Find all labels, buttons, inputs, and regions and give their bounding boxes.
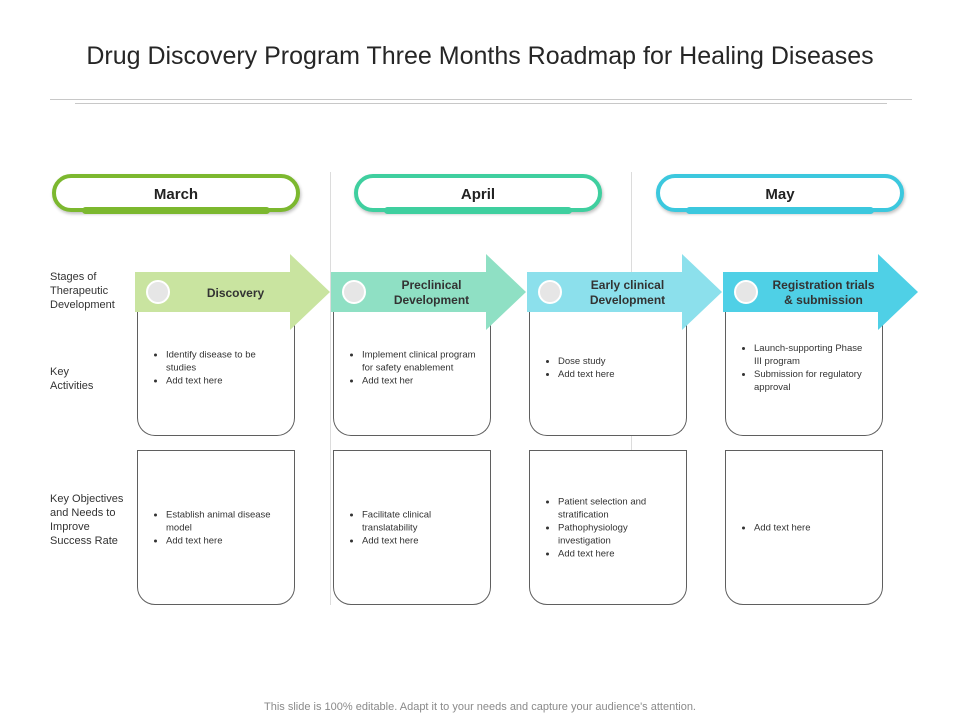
month-label: May [765,186,795,203]
bullet-item: Dose study [558,355,676,368]
bullet-item: Identify disease to be studies [166,348,284,374]
month-underline [82,207,270,214]
bullet-item: Add text here [558,368,676,381]
stage-label: Registration trials & submission [772,278,875,307]
bullet-item: Launch-supporting Phase III program [754,342,872,368]
row-label-objectives: Key Objectives and Needs to Improve Succ… [50,493,124,547]
month-label: April [460,186,496,203]
month-pill-may: May [656,174,904,214]
row-label-activities: Key Activities [50,366,94,392]
stage-arrow-shape [331,254,526,330]
month-underline [384,207,572,214]
bullet-item: Pathophysiology investigation [558,521,676,547]
stage-label: Discovery [206,285,265,300]
stage-marker-circle [538,280,562,304]
slide-title: Drug Discovery Program Three Months Road… [86,42,874,70]
column-separator [330,172,331,605]
activities-box-discovery: Identify disease to be studiesAdd text h… [137,300,295,436]
objectives-list: Add text here [726,521,882,534]
objectives-box-registration: Add text here [725,450,883,605]
stage-marker-circle [342,280,366,304]
month-label: March [153,186,199,203]
month-pill-march: March [52,174,300,214]
objectives-list: Facilitate clinical translatabilityAdd t… [334,508,490,547]
stage-arrow-preclinical: Preclinical Development [331,254,526,330]
stage-marker-circle [734,280,758,304]
title-divider-bottom [75,103,887,104]
bullet-item: Facilitate clinical translatability [362,508,480,534]
stage-arrow-shape [135,254,330,330]
objectives-box-early-clinical: Patient selection and stratificationPath… [529,450,687,605]
bullet-item: Establish animal disease model [166,508,284,534]
footer-note: This slide is 100% editable. Adapt it to… [264,701,696,713]
month-pill-april: April [354,174,602,214]
activities-box-early-clinical: Dose studyAdd text here [529,300,687,436]
title-divider-top [50,99,912,100]
stage-arrow-registration: Registration trials & submission [723,254,918,330]
objectives-box-discovery: Establish animal disease modelAdd text h… [137,450,295,605]
bullet-item: Add text her [362,374,480,387]
activities-list: Launch-supporting Phase III programSubmi… [726,342,882,394]
bullet-item: Add text here [558,547,676,560]
bullet-item: Add text here [362,534,480,547]
objectives-list: Establish animal disease modelAdd text h… [138,508,294,547]
stage-arrow-shape [723,254,918,330]
bullet-item: Submission for regulatory approval [754,368,872,394]
activities-box-preclinical: Implement clinical program for safety en… [333,300,491,436]
bullet-item: Add text here [166,374,284,387]
stage-marker-circle [146,280,170,304]
activities-list: Dose studyAdd text here [530,355,686,381]
objectives-box-preclinical: Facilitate clinical translatabilityAdd t… [333,450,491,605]
row-label-stages: Stages of Therapeutic Development [50,271,115,311]
objectives-list: Patient selection and stratificationPath… [530,495,686,560]
stage-label: Early clinical Development [589,278,666,307]
activities-list: Implement clinical program for safety en… [334,348,490,387]
activities-box-registration: Launch-supporting Phase III programSubmi… [725,300,883,436]
bullet-item: Implement clinical program for safety en… [362,348,480,374]
month-underline [686,207,874,214]
stage-arrow-discovery: Discovery [135,254,330,330]
bullet-item: Add text here [166,534,284,547]
stage-arrow-shape [527,254,722,330]
stage-arrow-early-clinical: Early clinical Development [527,254,722,330]
bullet-item: Add text here [754,521,872,534]
stage-label: Preclinical Development [393,278,470,307]
activities-list: Identify disease to be studiesAdd text h… [138,348,294,387]
bullet-item: Patient selection and stratification [558,495,676,521]
